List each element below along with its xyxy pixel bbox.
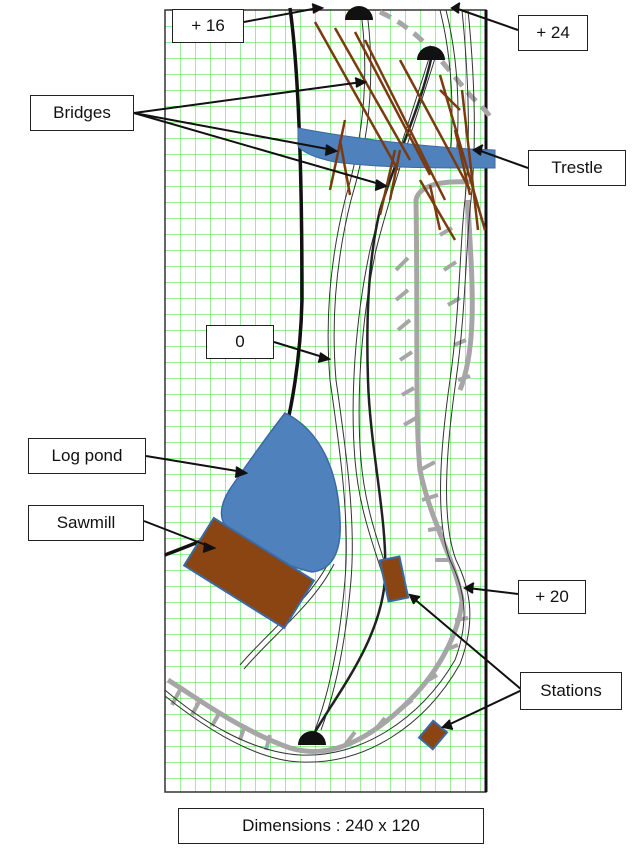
platform-ticks	[170, 226, 471, 751]
tunnel-portals	[298, 6, 445, 745]
river	[297, 127, 496, 169]
pointer-arrows	[133, 2, 529, 730]
station-upper	[378, 555, 410, 603]
main-track	[313, 54, 434, 733]
bridges	[313, 21, 487, 241]
station-lower	[417, 719, 449, 751]
elevation-label-16: + 16	[172, 9, 244, 43]
tunnel-portal-bottom	[298, 731, 326, 745]
stations-label: Stations	[520, 672, 622, 710]
tunnel-portal-top	[345, 6, 373, 20]
bridges-label: Bridges	[30, 95, 134, 131]
dimensions-label: Dimensions : 240 x 120	[178, 808, 484, 844]
elevation-label-24: + 24	[518, 15, 588, 51]
log-pond-label: Log pond	[28, 438, 146, 474]
trestle-label: Trestle	[528, 150, 626, 186]
sawmill-label: Sawmill	[28, 505, 144, 541]
tunnel-portal-mid	[417, 46, 445, 60]
elevation-label-0: 0	[206, 325, 274, 359]
elevation-label-20: + 20	[518, 580, 586, 614]
